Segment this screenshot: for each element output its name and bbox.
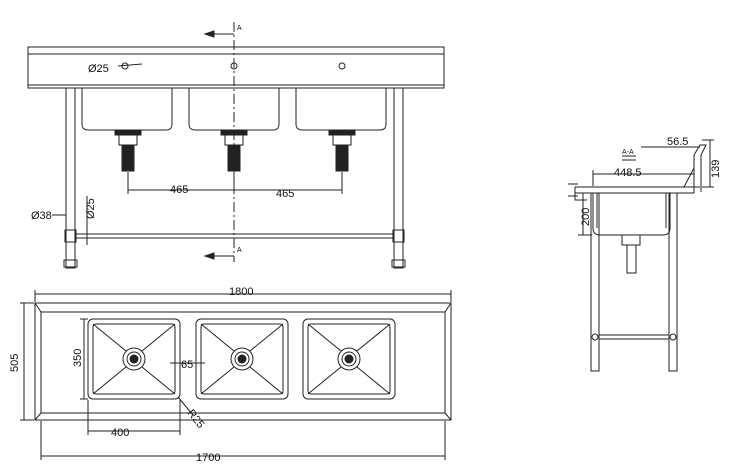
bowl-height-dim: 200 xyxy=(580,208,592,226)
pitch-dim-left: 465 xyxy=(170,184,188,196)
top-outline xyxy=(34,302,452,421)
depth-dim: 505 xyxy=(9,354,21,372)
inner-width-dim: 448.5 xyxy=(614,167,642,179)
leg-dia-label: Ø38 xyxy=(31,210,52,222)
corner-radius-label: R25 xyxy=(185,407,207,430)
splash-height-dim: 139 xyxy=(710,160,722,178)
bowl-gap-dim: 65 xyxy=(181,359,193,371)
front-view: Ø25 465 465 xyxy=(27,22,445,269)
tap-hole xyxy=(338,62,346,70)
front-bowl xyxy=(81,88,173,131)
section-leg-front xyxy=(590,192,600,372)
section-view: A-A 56.5 448.5 139 200 xyxy=(568,136,722,372)
front-bowl xyxy=(295,88,387,131)
section-leg-back xyxy=(668,192,678,372)
hole-dia-label: Ø25 xyxy=(88,63,109,75)
section-bowl xyxy=(592,193,671,236)
front-leg-right xyxy=(393,87,404,269)
leg-span-dim: 1700 xyxy=(196,452,220,464)
front-leg-left xyxy=(65,87,76,269)
front-drain xyxy=(114,129,142,172)
bowl-width-dim: 400 xyxy=(111,427,129,439)
section-drain xyxy=(621,234,641,246)
overall-length-dim: 1800 xyxy=(229,286,253,298)
top-bowl xyxy=(195,318,289,400)
front-top-slab xyxy=(27,46,445,89)
front-drain xyxy=(328,129,356,172)
top-view: 1800 1700 400 505 350 65 R25 xyxy=(9,286,452,464)
top-bowl xyxy=(302,318,396,400)
pitch-dim-right: 465 xyxy=(276,188,294,200)
hole-leader xyxy=(117,63,143,67)
section-backsplash xyxy=(693,144,707,193)
splash-offset-dim: 56.5 xyxy=(667,136,688,148)
top-bowl xyxy=(87,318,181,400)
bowl-depth-dim: 350 xyxy=(72,349,84,367)
section-mark-bottom: A xyxy=(237,247,242,254)
top-inner-border xyxy=(40,311,446,414)
rail-dia-label: Ø25 xyxy=(85,198,97,219)
section-title: A-A xyxy=(622,149,634,156)
radius-leader xyxy=(177,396,193,415)
section-mark-top: A xyxy=(237,25,242,32)
